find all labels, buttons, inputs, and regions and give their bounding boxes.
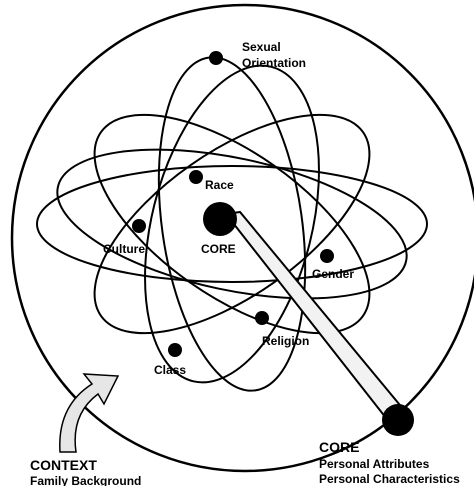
core-pointer [224,210,406,420]
orbit-horizontal-wide [36,165,428,283]
orbits [36,56,428,392]
label-class: Class [154,363,186,377]
core-caption-line-2: Personal Characteristics [319,472,460,486]
label-race: Race [205,178,234,192]
core-caption-title: CORE [319,439,359,455]
context-arrow [59,373,120,453]
core-pointer-tip [382,404,414,436]
orbit-vertical-mirror [144,64,320,384]
nucleus [203,202,237,236]
label-culture: Culture [103,242,145,256]
label-gender: Gender [312,267,354,281]
orbit-tilted-mirror [93,113,371,335]
electron-sexual-orientation [209,51,223,65]
context-circle [10,3,474,473]
electron-class [168,343,182,357]
orbit-tilted-shallow [56,148,408,300]
electron-culture [132,219,146,233]
electron-race [189,170,203,184]
orbit-vertical [157,56,307,392]
context-caption-line-1: Family Background [30,474,141,486]
nucleus-label: CORE [201,242,236,256]
label-religion: Religion [262,334,309,348]
context-caption-title: CONTEXT [30,457,97,473]
electron-religion [255,311,269,325]
electron-gender [320,249,334,263]
core-caption-line-1: Personal Attributes [319,457,430,471]
label-sexual-orientation: Sexual Orientation [242,40,306,70]
orbit-tilted-steep [93,113,371,335]
